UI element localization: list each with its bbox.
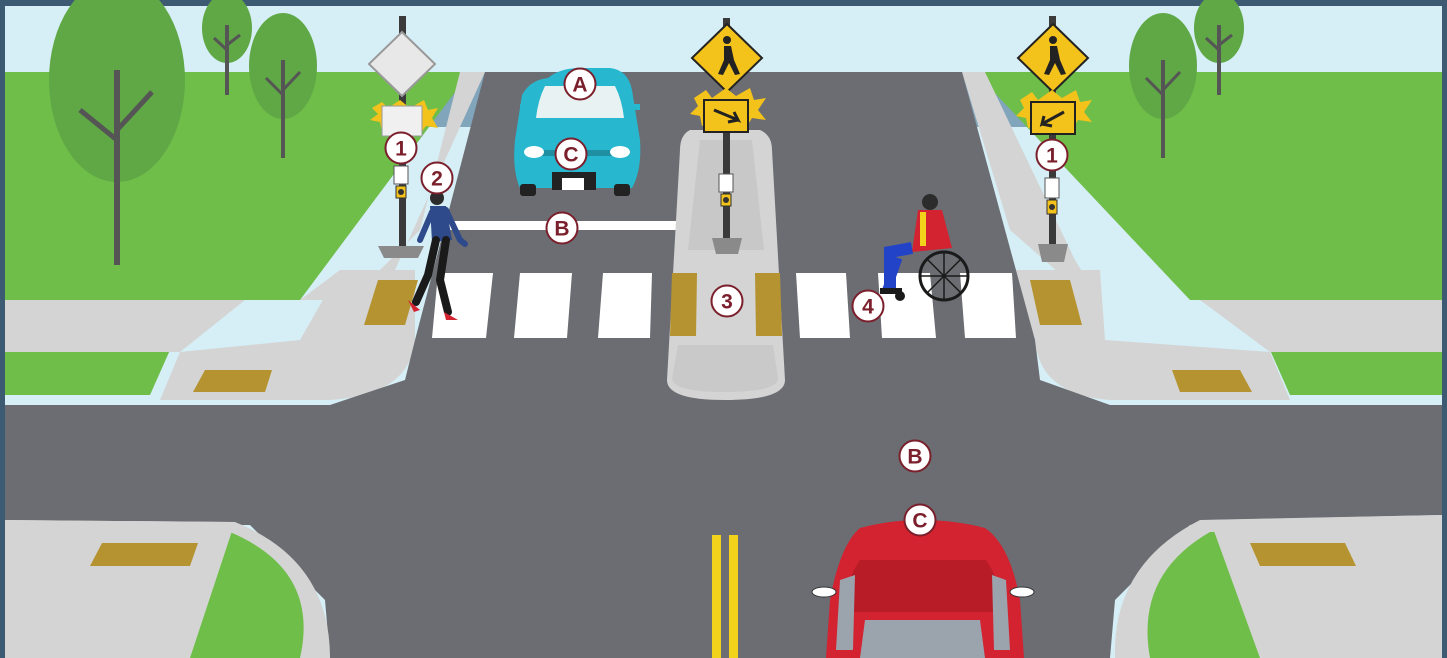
right-pole-base [1038, 244, 1068, 262]
tactile-pad-corner-left [193, 370, 272, 392]
push-button-icon [1045, 178, 1059, 214]
marker-label: 2 [431, 168, 443, 191]
marker-label: 3 [721, 291, 733, 314]
marker-b-top: B [547, 213, 578, 244]
marker-label: C [563, 144, 578, 167]
grass-mid-right [1270, 350, 1442, 395]
left-pole-base [378, 246, 424, 258]
median-nose [672, 345, 778, 392]
marker-label: 4 [862, 296, 874, 319]
marker-label: C [912, 510, 927, 533]
tactile-pad-bottom-left [90, 543, 198, 566]
push-button-icon [394, 166, 408, 198]
tactile-pad-bottom-right [1250, 543, 1356, 566]
marker-a: A [565, 69, 596, 100]
marker-1-left: 1 [386, 133, 417, 164]
marker-label: 1 [395, 138, 407, 161]
marker-label: B [907, 446, 922, 469]
median-tactile-right [755, 273, 782, 336]
marker-b-bottom: B [900, 441, 931, 472]
push-button-icon [719, 174, 733, 206]
center-line-right [729, 535, 738, 658]
tactile-pad-corner-right [1172, 370, 1252, 392]
center-pole-base [712, 238, 742, 254]
median-tactile-left [670, 273, 697, 336]
marker-4: 4 [853, 291, 884, 322]
grass-mid-left [5, 350, 170, 395]
marker-c-top: C [556, 139, 587, 170]
center-line-left [712, 535, 721, 658]
marker-1-right: 1 [1037, 140, 1068, 171]
marker-c-bottom: C [905, 505, 936, 536]
marker-3: 3 [712, 286, 743, 317]
marker-label: B [554, 218, 569, 241]
marker-label: A [572, 74, 587, 97]
marker-2: 2 [422, 163, 453, 194]
marker-label: 1 [1046, 145, 1058, 168]
